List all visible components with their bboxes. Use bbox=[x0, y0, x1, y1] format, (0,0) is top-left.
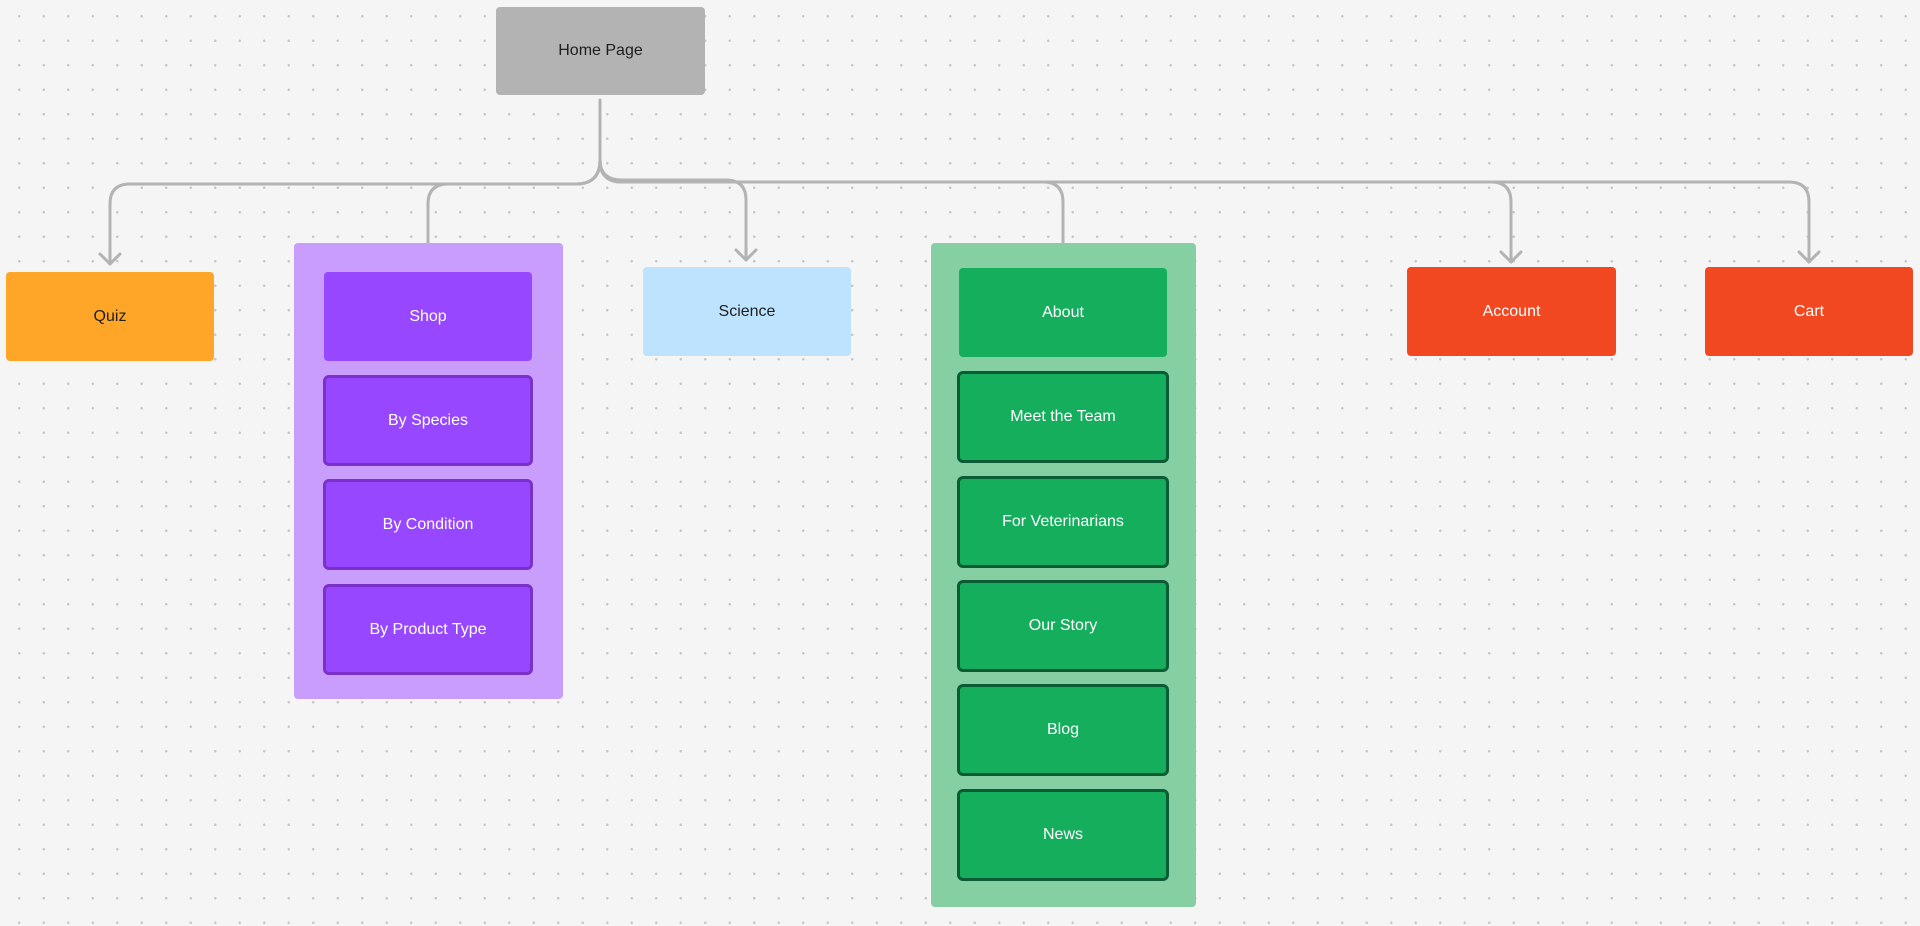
node-blog[interactable]: Blog bbox=[957, 684, 1169, 776]
arrowhead-science bbox=[734, 248, 758, 262]
node-label: About bbox=[1042, 303, 1084, 321]
connector-to-science bbox=[598, 158, 748, 262]
node-label: By Species bbox=[387, 411, 469, 429]
node-label: Shop bbox=[409, 307, 447, 325]
arrowhead-cart bbox=[1797, 250, 1821, 264]
node-science[interactable]: Science bbox=[643, 267, 851, 356]
node-by-product-type[interactable]: By Product Type bbox=[323, 584, 533, 675]
node-label: Home Page bbox=[558, 42, 643, 59]
arrowhead-quiz bbox=[98, 252, 122, 266]
node-label: Our Story bbox=[1028, 617, 1098, 634]
node-by-species[interactable]: By Species bbox=[323, 375, 533, 466]
node-label: Cart bbox=[1793, 302, 1825, 320]
node-label: Account bbox=[1482, 302, 1541, 320]
node-label: Blog bbox=[1046, 721, 1080, 738]
node-by-condition[interactable]: By Condition bbox=[323, 479, 533, 570]
node-meet-the-team[interactable]: Meet the Team bbox=[957, 371, 1169, 463]
node-label: By Condition bbox=[382, 515, 474, 533]
node-quiz[interactable]: Quiz bbox=[6, 272, 214, 361]
node-news[interactable]: News bbox=[957, 789, 1169, 881]
arrowhead-account bbox=[1499, 250, 1523, 264]
node-label: News bbox=[1042, 826, 1083, 843]
node-label: Quiz bbox=[93, 307, 127, 325]
node-label: Meet the Team bbox=[1010, 408, 1116, 425]
node-about[interactable]: About bbox=[959, 268, 1167, 357]
node-cart[interactable]: Cart bbox=[1705, 267, 1913, 356]
node-shop[interactable]: Shop bbox=[324, 272, 532, 361]
node-for-veterinarians[interactable]: For Veterinarians bbox=[957, 476, 1169, 568]
node-label: For Veterinarians bbox=[1002, 513, 1124, 530]
node-account[interactable]: Account bbox=[1407, 267, 1616, 356]
node-label: By Product Type bbox=[369, 620, 487, 638]
node-label: Science bbox=[718, 302, 776, 320]
node-our-story[interactable]: Our Story bbox=[957, 580, 1169, 672]
connector-to-cart bbox=[598, 158, 1811, 264]
node-home-page[interactable]: Home Page bbox=[496, 7, 705, 95]
